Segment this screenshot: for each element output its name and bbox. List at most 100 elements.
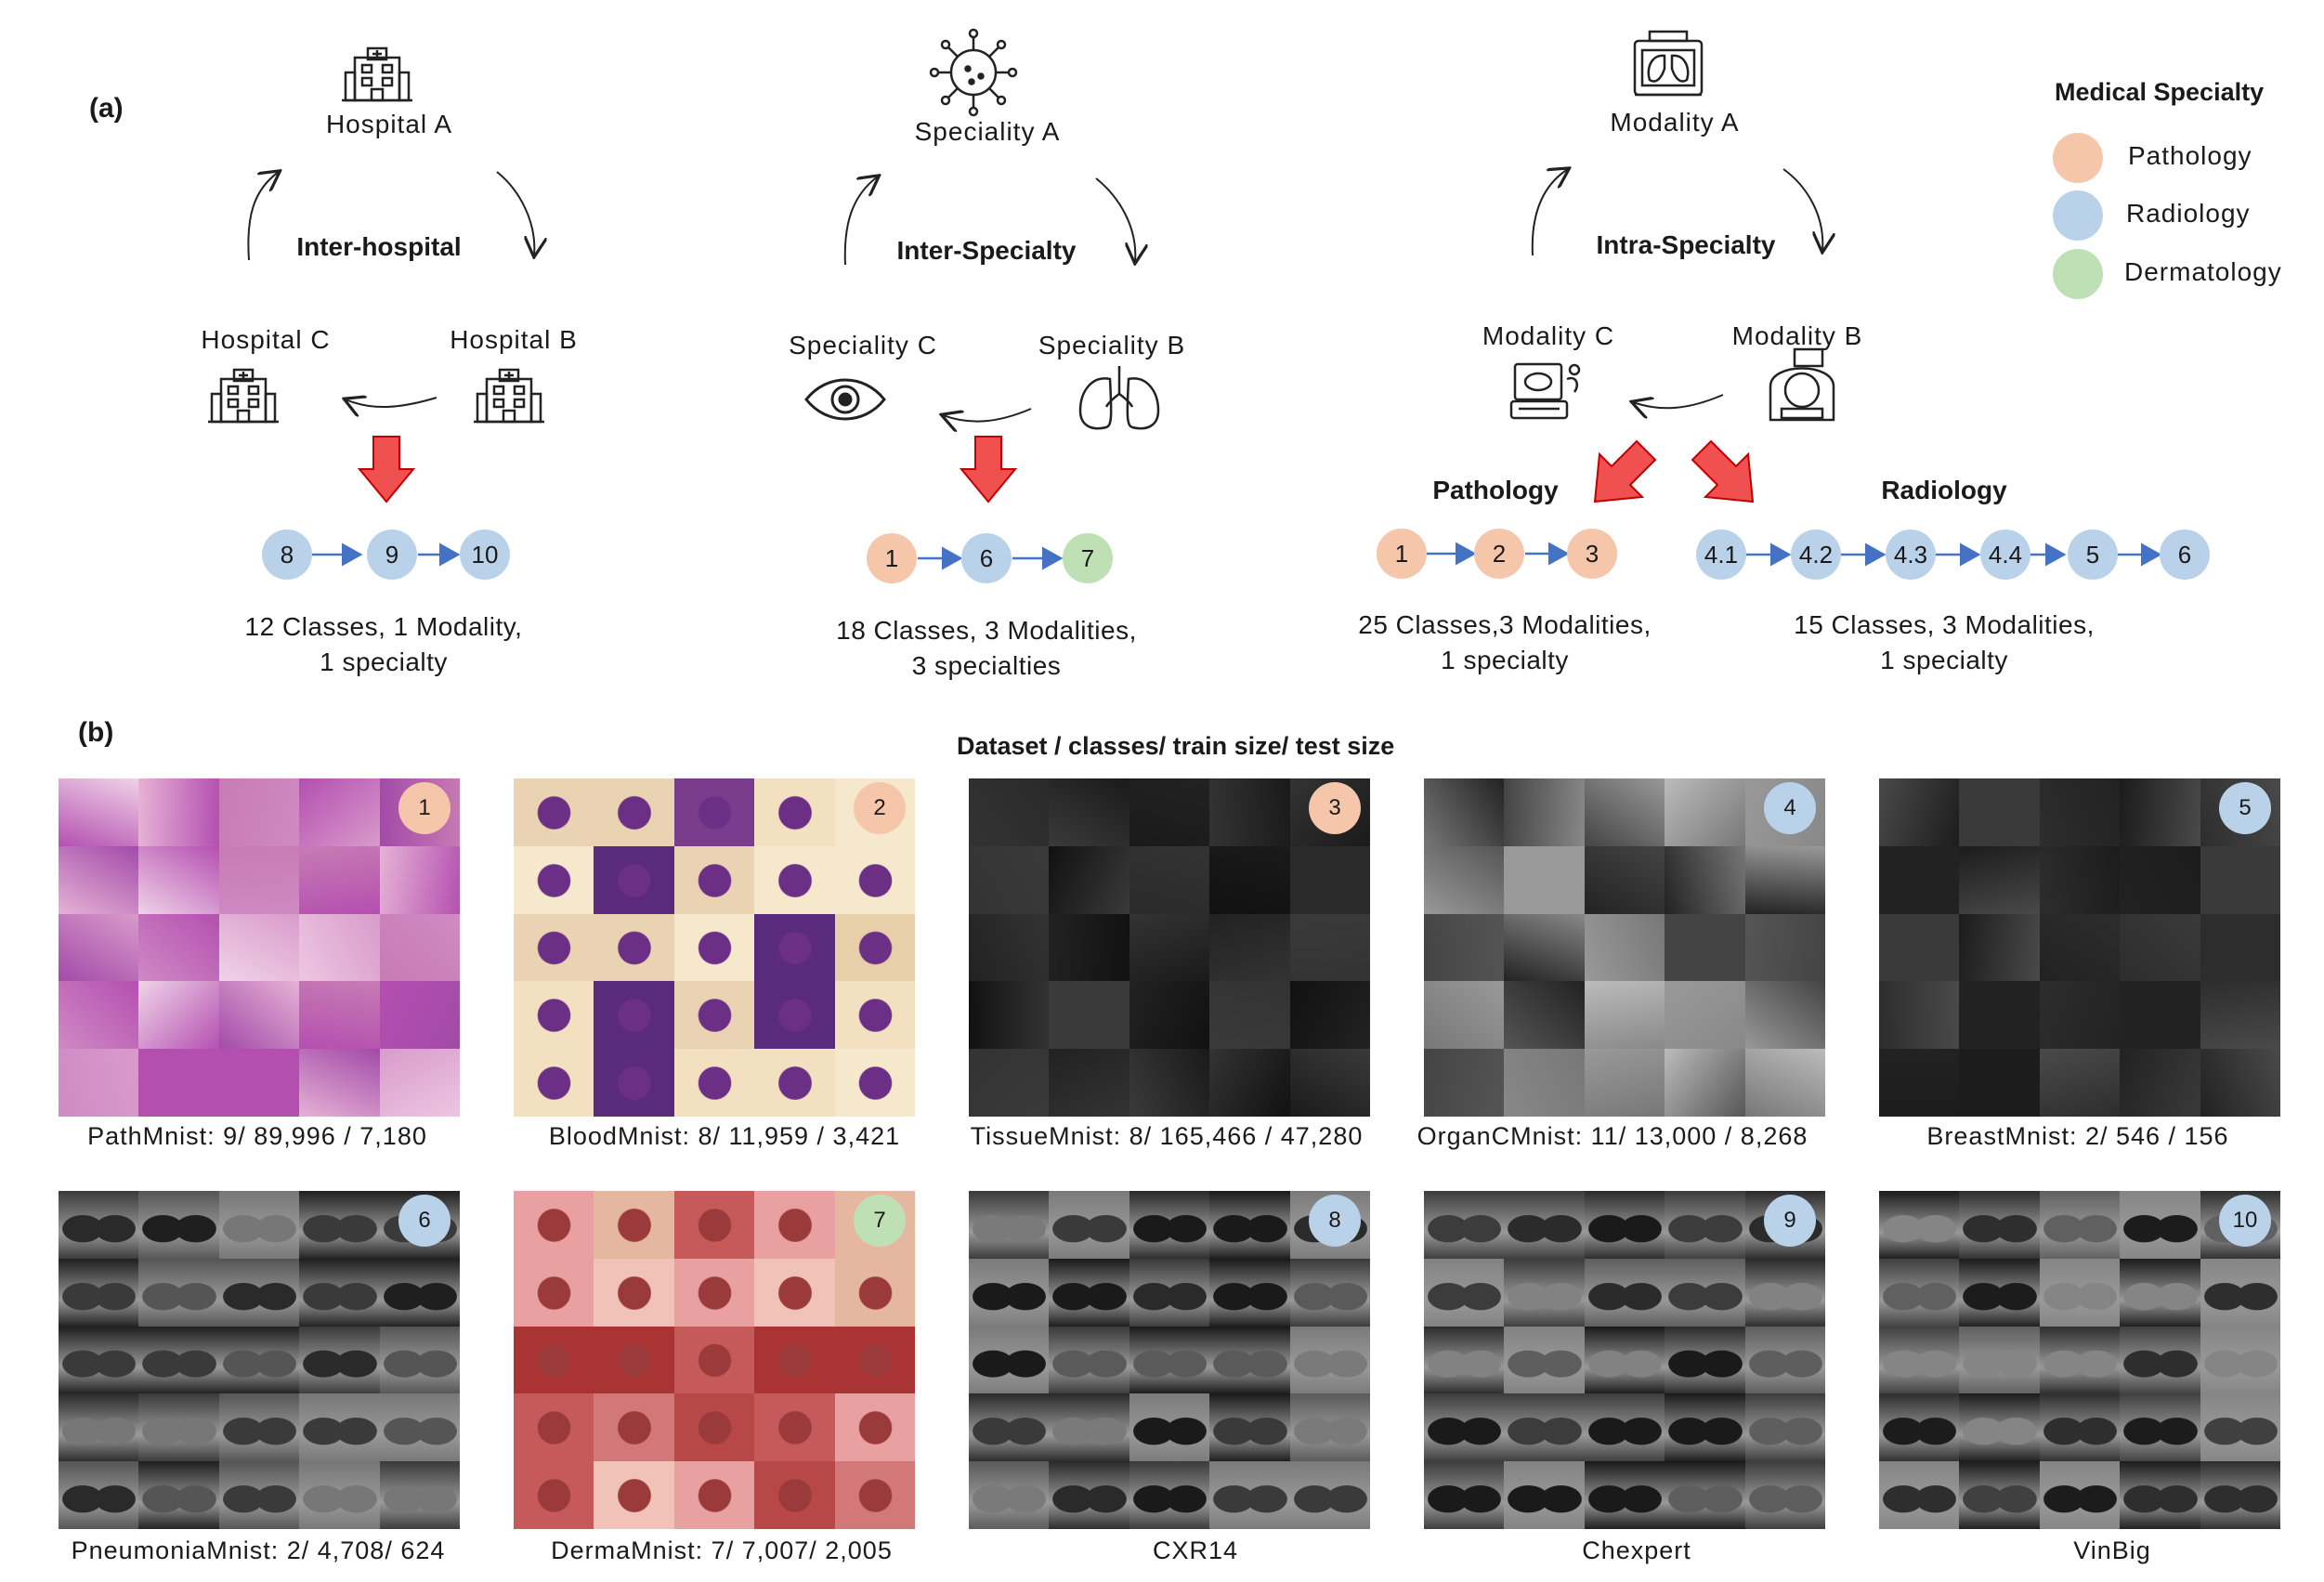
- mosaic-cell: [2120, 1326, 2201, 1395]
- mosaic-cell: [594, 1326, 675, 1395]
- mosaic-cell: [754, 778, 836, 847]
- mosaic-cell: [1959, 1191, 2041, 1260]
- mosaic-cell: [673, 1258, 756, 1327]
- mosaic-cell: [594, 1393, 675, 1463]
- radiology-branch-title: Radiology: [1881, 476, 2007, 504]
- legend-swatch: [2053, 190, 2103, 241]
- mosaic-cell: [1584, 1461, 1666, 1529]
- mosaic-cell: [673, 1326, 756, 1395]
- ct-scanner-icon: [1769, 347, 1835, 422]
- mosaic-cell: [969, 1461, 1051, 1529]
- mosaic-cell: [1879, 1258, 1961, 1327]
- mosaic-cell: [1209, 778, 1291, 847]
- mosaic-cell: [218, 1326, 301, 1395]
- mosaic-cell: [754, 1258, 836, 1327]
- mosaic-cell: [299, 845, 381, 915]
- mosaic-cell: [379, 1258, 460, 1327]
- dataset-badge: 8: [1309, 1195, 1361, 1247]
- legend-swatch: [2053, 249, 2103, 299]
- mosaic-cell: [2039, 1191, 2122, 1260]
- sequence-node: 4.3: [1886, 530, 1936, 580]
- group-summary: 25 Classes,3 Modalities, 1 specialty: [1358, 608, 1651, 678]
- mosaic-cell: [1504, 981, 1586, 1051]
- dataset-caption: VinBig: [2073, 1536, 2151, 1564]
- mosaic-cell: [1504, 845, 1586, 915]
- microscope-icon: [1633, 30, 1704, 97]
- mosaic-cell: [1129, 1393, 1211, 1463]
- red-down-arrow: [357, 436, 416, 503]
- mosaic-cell: [2200, 913, 2280, 983]
- modality-b-label: Modality B: [1731, 321, 1863, 350]
- speciality-b-label: Speciality B: [1038, 331, 1186, 360]
- group-summary: 18 Classes, 3 Modalities, 3 specialties: [836, 613, 1137, 684]
- cycle-arrow-left: [346, 398, 437, 407]
- mosaic-cell: [1665, 981, 1746, 1051]
- mosaic-cell: [1744, 1258, 1825, 1327]
- sequence-node: 9: [367, 530, 417, 580]
- mosaic-cell: [2120, 981, 2201, 1051]
- speciality-a-label: Speciality A: [914, 117, 1061, 146]
- legend-label: Dermatology: [2124, 257, 2282, 286]
- mosaic-cell: [1959, 913, 2041, 983]
- mosaic-cell: [1665, 913, 1746, 983]
- mosaic-cell: [1959, 1326, 2041, 1395]
- dataset-badge: 7: [854, 1195, 906, 1247]
- mosaic-cell: [1129, 778, 1211, 847]
- mosaic-cell: [673, 913, 756, 983]
- legend-label: Pathology: [2128, 141, 2252, 170]
- summary-line: 1 specialty: [1880, 646, 2008, 674]
- mosaic-cell: [1504, 1326, 1586, 1395]
- mosaic-cell: [754, 1461, 836, 1529]
- sequence-node: 1: [867, 533, 917, 583]
- mosaic-cell: [1289, 1326, 1370, 1395]
- mosaic-cell: [1504, 1393, 1586, 1463]
- mosaic-cell: [834, 1393, 915, 1463]
- mosaic-cell: [1665, 778, 1746, 847]
- mosaic-cell: [594, 778, 675, 847]
- sequence-node: 5: [2068, 530, 2118, 580]
- mosaic-cell: [754, 1191, 836, 1260]
- mosaic-cell: [969, 1326, 1051, 1395]
- pathology-branch-title: Pathology: [1432, 476, 1559, 504]
- dataset-mosaic-image: [969, 778, 1370, 1117]
- mosaic-cell: [299, 1191, 381, 1260]
- mosaic-cell: [514, 1191, 595, 1260]
- mosaic-cell: [1209, 1191, 1291, 1260]
- mosaic-cell: [2120, 1461, 2201, 1529]
- mosaic-cell: [218, 1191, 301, 1260]
- mosaic-cell: [594, 1049, 675, 1117]
- mosaic-cell: [514, 1258, 595, 1327]
- mosaic-cell: [969, 778, 1051, 847]
- mosaic-cell: [218, 1461, 301, 1529]
- mosaic-cell: [1209, 1393, 1291, 1463]
- mosaic-cell: [2120, 1258, 2201, 1327]
- mosaic-cell: [594, 1191, 675, 1260]
- mosaic-cell: [1665, 1049, 1746, 1117]
- speciality-c-label: Speciality C: [789, 331, 937, 360]
- cycle-arrow-up: [247, 172, 279, 261]
- dataset-caption: Chexpert: [1582, 1536, 1691, 1564]
- dataset-mosaic-image: [1879, 1191, 2280, 1529]
- mosaic-cell: [1879, 913, 1961, 983]
- legend-swatch: [2053, 133, 2103, 183]
- mosaic-cell: [2120, 1393, 2201, 1463]
- mosaic-cell: [379, 981, 460, 1051]
- mosaic-cell: [834, 913, 915, 983]
- mosaic-cell: [834, 1258, 915, 1327]
- sequence-node: 7: [1063, 533, 1113, 583]
- mosaic-cell: [1504, 1049, 1586, 1117]
- mosaic-cell: [1584, 981, 1666, 1051]
- lungs-icon: [1078, 366, 1160, 430]
- sequence-node: 10: [460, 530, 510, 580]
- mosaic-cell: [299, 778, 381, 847]
- sequence-node: 3: [1567, 529, 1617, 579]
- dataset-mosaic-image: [514, 778, 915, 1117]
- mosaic-cell: [1129, 1191, 1211, 1260]
- mosaic-cell: [1584, 1191, 1666, 1260]
- ultrasound-icon: [1509, 362, 1581, 420]
- mosaic-cell: [1744, 1461, 1825, 1529]
- panel-a-label: (a): [89, 93, 124, 124]
- mosaic-cell: [299, 1326, 381, 1395]
- mosaic-cell: [1049, 845, 1130, 915]
- dataset-caption: OrganCMnist: 11/ 13,000 / 8,268: [1417, 1122, 1808, 1150]
